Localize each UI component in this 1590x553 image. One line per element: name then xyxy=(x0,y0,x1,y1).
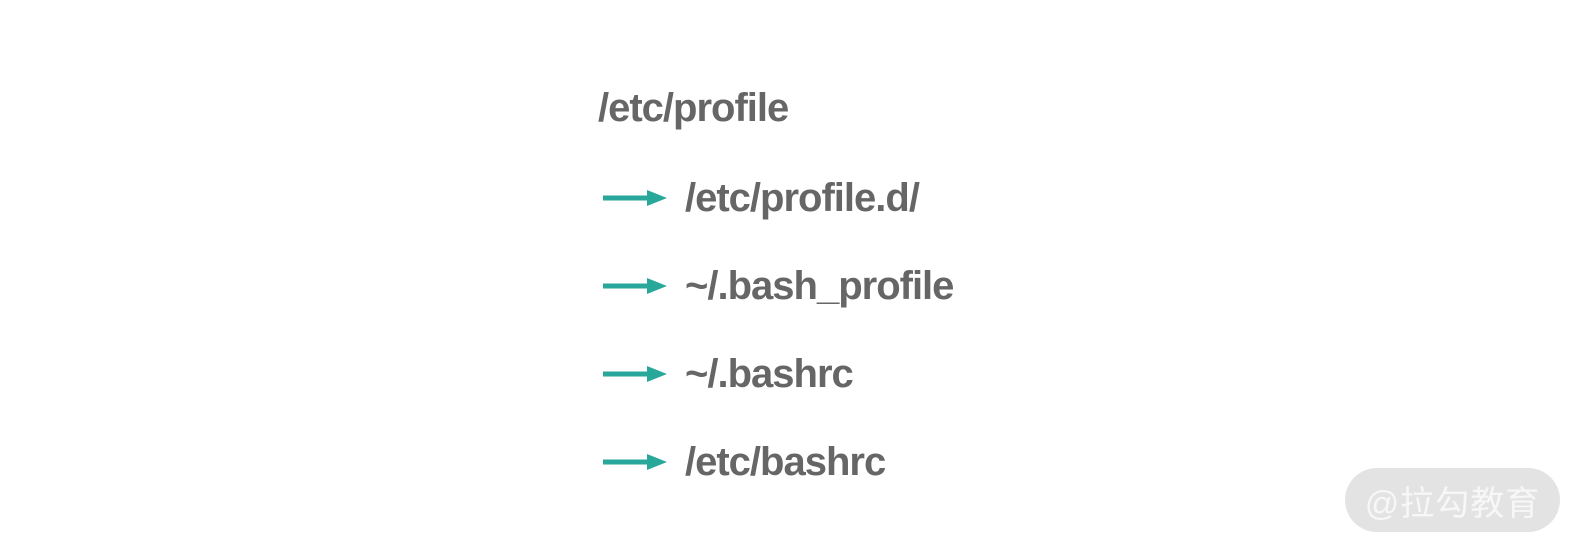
file-path-label: /etc/profile.d/ xyxy=(685,176,920,220)
file-path-label: /etc/bashrc xyxy=(685,440,886,484)
arrow-right-icon xyxy=(603,454,667,470)
watermark-badge: @拉勾教育 xyxy=(1345,468,1560,532)
list-item: ~/.bash_profile xyxy=(603,262,954,310)
file-path-label: ~/.bash_profile xyxy=(685,264,954,308)
root-file-label: /etc/profile xyxy=(598,86,789,130)
list-item: ~/.bashrc xyxy=(603,350,854,398)
list-item: /etc/bashrc xyxy=(603,438,886,486)
arrow-right-icon xyxy=(603,366,667,382)
arrow-right-icon xyxy=(603,190,667,206)
arrow-right-icon xyxy=(603,278,667,294)
watermark-text: @拉勾教育 xyxy=(1364,484,1541,523)
list-item: /etc/profile.d/ xyxy=(603,174,920,222)
file-path-label: ~/.bashrc xyxy=(685,352,854,396)
